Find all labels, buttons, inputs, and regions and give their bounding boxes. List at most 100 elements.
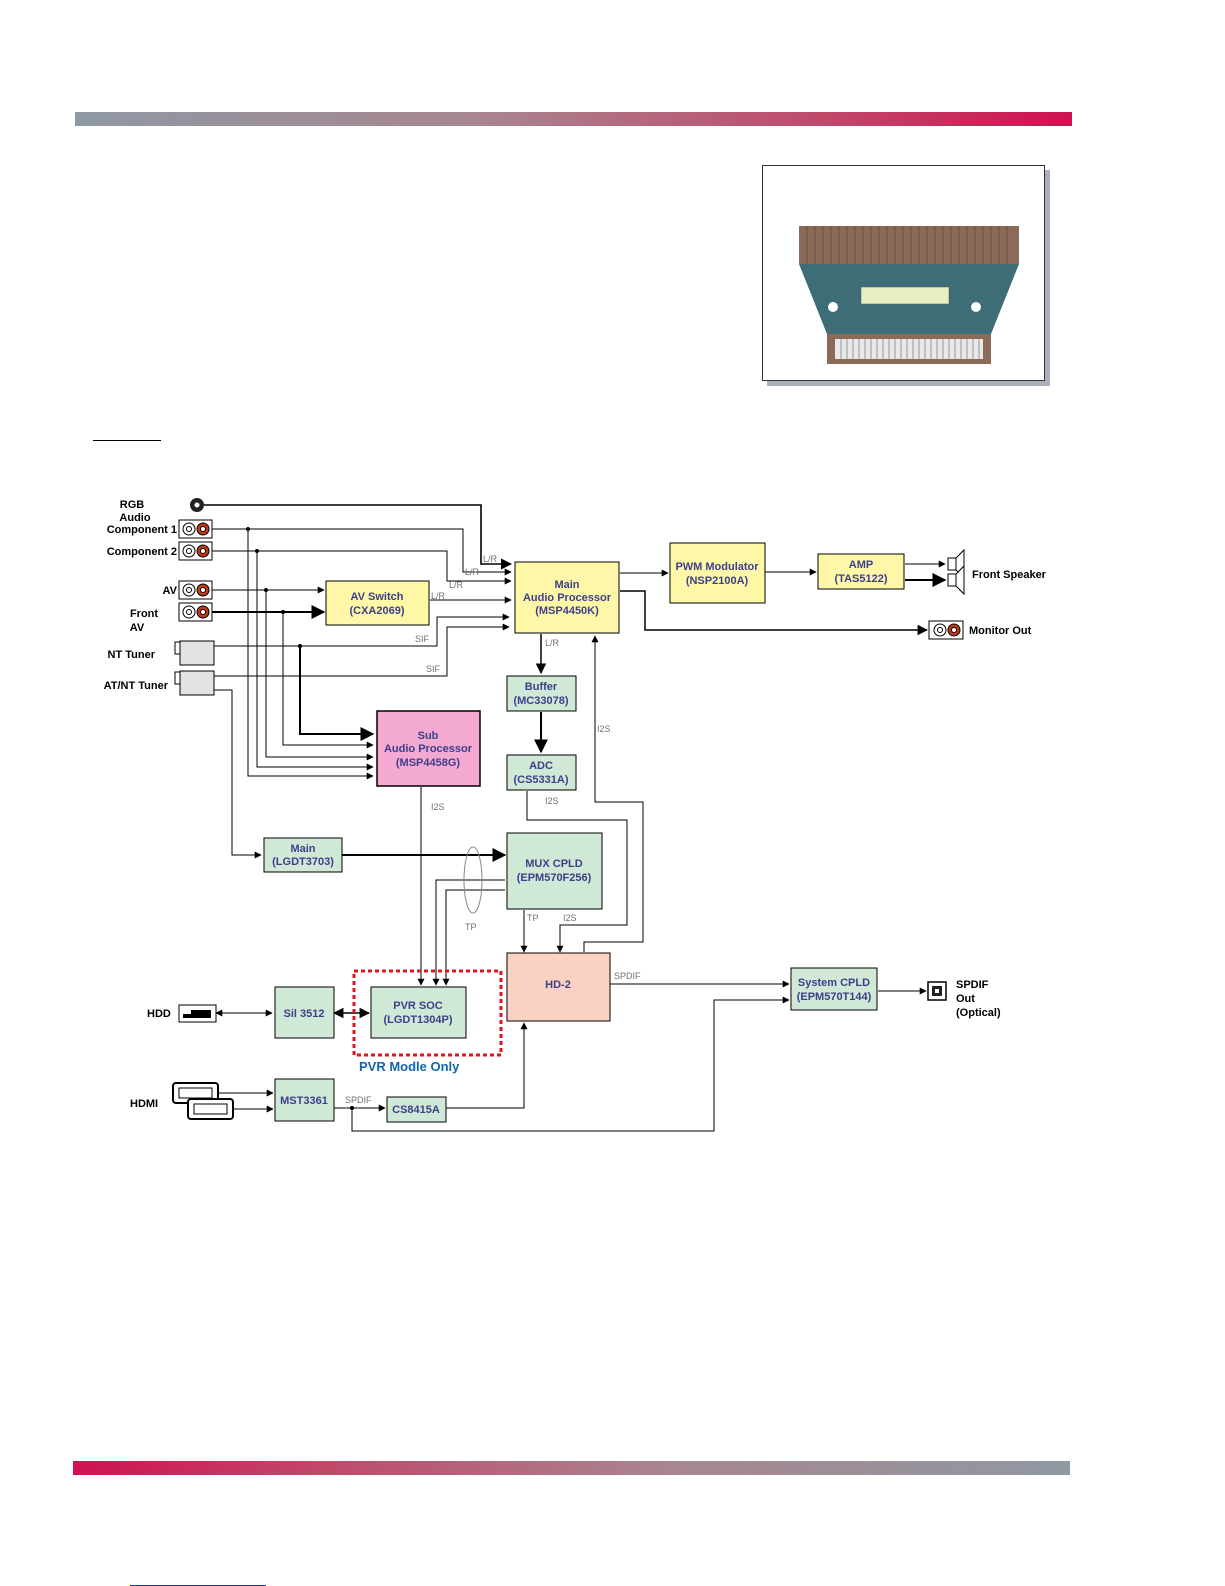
svg-text:(EPM570F256): (EPM570F256) xyxy=(517,872,592,884)
monitor-out-label: Monitor Out xyxy=(969,625,1032,637)
svg-text:System CPLD: System CPLD xyxy=(798,977,870,989)
svg-text:(CS5331A): (CS5331A) xyxy=(513,774,568,786)
svg-text:Main: Main xyxy=(290,843,315,855)
mux-cpld-block: MUX CPLD (EPM570F256) xyxy=(506,832,603,910)
sif-label-2: SIF xyxy=(426,664,441,674)
lr-label-3: L/R xyxy=(449,580,464,590)
main-demod-block: Main (LGDT3703) xyxy=(263,837,343,873)
front-av-label: AV xyxy=(130,622,145,634)
output-labels: Front Speaker Monitor Out SPDIF Out (Opt… xyxy=(956,569,1047,1019)
system-cpld-block: System CPLD (EPM570T144) xyxy=(790,967,878,1011)
svg-text:ADC: ADC xyxy=(529,760,553,772)
cs8415a-block: CS8415A xyxy=(386,1096,447,1123)
sif-label-1: SIF xyxy=(415,634,430,644)
svg-text:(TAS5122): (TAS5122) xyxy=(835,573,888,585)
rca-jack-icon xyxy=(178,602,213,622)
svg-text:CS8415A: CS8415A xyxy=(392,1104,440,1116)
svg-text:Sub: Sub xyxy=(418,730,439,742)
lr-label-5: L/R xyxy=(545,638,560,648)
svg-text:(EPM570T144): (EPM570T144) xyxy=(797,991,872,1003)
rca-jack-icon xyxy=(178,519,213,539)
monitor-out-jack-icon xyxy=(928,620,964,640)
svg-text:MUX CPLD: MUX CPLD xyxy=(525,858,583,870)
audio-label: Audio xyxy=(119,512,150,524)
speaker-icon xyxy=(947,548,965,596)
spdif-label-hd2: SPDIF xyxy=(614,971,641,981)
pwm-modulator-block: PWM Modulator (NSP2100A) xyxy=(669,542,766,604)
svg-text:(LGDT3703): (LGDT3703) xyxy=(272,856,334,868)
svg-text:PVR SOC: PVR SOC xyxy=(393,1000,443,1012)
tp-label-hd2: TP xyxy=(527,913,539,923)
i2s-label-main: I2S xyxy=(597,724,611,734)
connector-thumbnail-frame xyxy=(762,165,1045,381)
sil3512-block: Sil 3512 xyxy=(274,986,335,1039)
spdif-out-label-2: Out xyxy=(956,993,975,1005)
svg-text:Sil 3512: Sil 3512 xyxy=(284,1008,325,1020)
svg-text:MST3361: MST3361 xyxy=(280,1095,328,1107)
optical-out-icon xyxy=(927,981,947,1001)
hdmi-label: HDMI xyxy=(130,1098,158,1110)
signal-labels: L/R L/R L/R L/R SIF SIF L/R I2S I2S I2S … xyxy=(345,554,641,1105)
atnt-tuner-label: AT/NT Tuner xyxy=(104,680,169,692)
hdd-label: HDD xyxy=(147,1008,171,1020)
spdif-out-label-3: (Optical) xyxy=(956,1007,1001,1019)
connector-board-icon xyxy=(799,226,1019,364)
svg-text:HD-2: HD-2 xyxy=(545,979,571,991)
tuner-icon xyxy=(174,670,215,696)
pvr-note: PVR Modle Only xyxy=(359,1059,460,1074)
i2s-label-sub: I2S xyxy=(431,802,445,812)
svg-text:(MC33078): (MC33078) xyxy=(513,695,568,707)
svg-text:AMP: AMP xyxy=(849,559,873,571)
av-switch-block: AV Switch (CXA2069) xyxy=(325,580,430,626)
sub-audio-processor-block: Sub Audio Processor (MSP4458G) xyxy=(376,710,481,787)
tuner-icon xyxy=(174,640,215,666)
svg-text:(MSP4450K): (MSP4450K) xyxy=(535,605,599,617)
nt-tuner-label: NT Tuner xyxy=(108,649,156,661)
component1-label: Component 1 xyxy=(107,524,177,536)
pvr-soc-block: PVR SOC (LGDT1304P) xyxy=(370,986,467,1039)
svg-text:(MSP4458G): (MSP4458G) xyxy=(396,757,461,769)
svg-text:Audio Processor: Audio Processor xyxy=(384,743,473,755)
header-gradient-bar xyxy=(75,112,1072,126)
svg-text:PWM Modulator: PWM Modulator xyxy=(675,561,759,573)
wire-junctions xyxy=(246,527,354,1110)
hdmi-connector-icon xyxy=(172,1082,234,1120)
rca-jack-icon xyxy=(178,580,213,600)
rgb-jack-icon xyxy=(190,498,204,512)
svg-text:AV Switch: AV Switch xyxy=(351,591,404,603)
lr-label-4: L/R xyxy=(431,591,446,601)
lr-label-2: L/R xyxy=(465,567,480,577)
svg-text:(LGDT1304P): (LGDT1304P) xyxy=(383,1014,452,1026)
pvr-region-outline xyxy=(352,969,503,1057)
svg-text:Buffer: Buffer xyxy=(525,681,558,693)
lr-label-1: L/R xyxy=(483,554,498,564)
spdif-label-hdmi: SPDIF xyxy=(345,1095,372,1105)
section-rule xyxy=(93,440,161,441)
amp-block: AMP (TAS5122) xyxy=(817,553,905,590)
svg-text:Audio Processor: Audio Processor xyxy=(523,592,612,604)
i2s-label-hd2: I2S xyxy=(563,913,577,923)
tp-bus-ellipse xyxy=(463,846,483,914)
rgb-label: RGB xyxy=(120,499,145,511)
input-labels: RGB Audio Component 1 Component 2 AV Fro… xyxy=(104,499,178,1110)
component2-label: Component 2 xyxy=(107,546,177,558)
mst3361-block: MST3361 xyxy=(274,1078,335,1122)
tp-label-pvr: TP xyxy=(465,922,477,932)
rca-jack-icon xyxy=(178,541,213,561)
svg-text:(CXA2069): (CXA2069) xyxy=(349,605,404,617)
svg-text:Main: Main xyxy=(554,579,579,591)
av-label: AV xyxy=(163,585,178,597)
main-audio-processor-block: Main Audio Processor (MSP4450K) xyxy=(514,561,620,634)
front-label: Front xyxy=(130,608,158,620)
hd2-block: HD-2 xyxy=(506,952,611,1022)
spdif-out-label-1: SPDIF xyxy=(956,979,989,991)
footer-gradient-bar xyxy=(73,1461,1070,1475)
adc-block: ADC (CS5331A) xyxy=(506,754,577,791)
buffer-block: Buffer (MC33078) xyxy=(506,675,577,712)
signal-wires xyxy=(204,504,947,1132)
i2s-label-adc: I2S xyxy=(545,796,559,806)
svg-text:(NSP2100A): (NSP2100A) xyxy=(686,575,749,587)
front-speaker-label: Front Speaker xyxy=(972,569,1047,581)
hdd-connector-icon xyxy=(178,1004,217,1023)
